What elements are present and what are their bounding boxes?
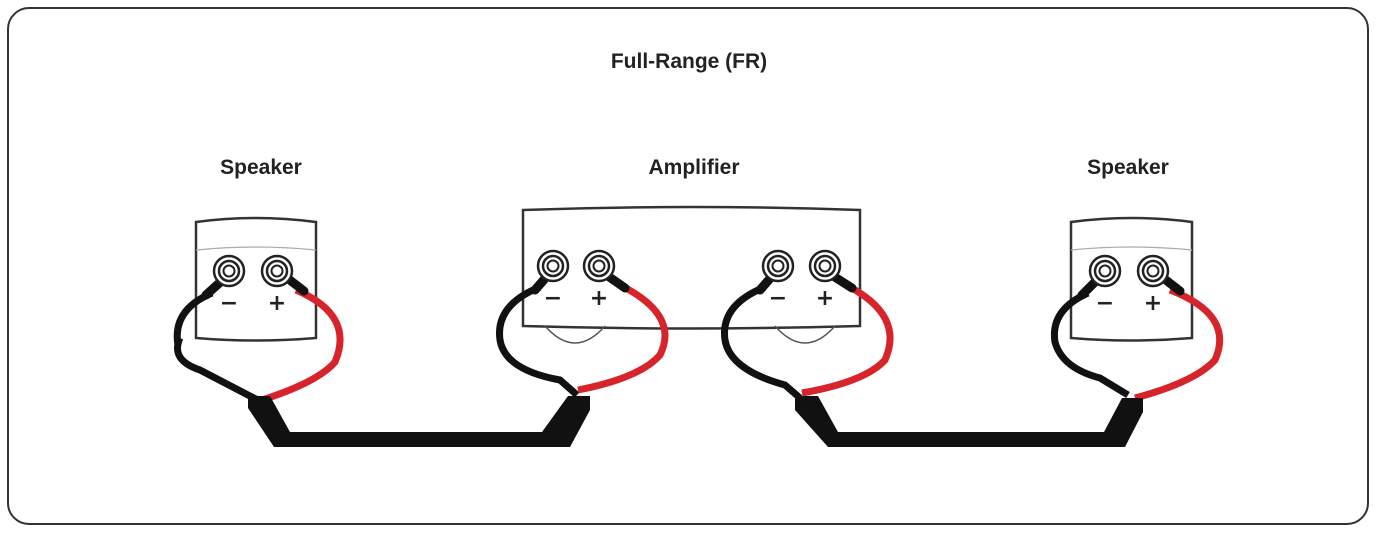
diagram-title: Full-Range (FR) (610, 50, 768, 73)
speaker-right-label: Speaker (1087, 156, 1169, 179)
speaker-right-negative-terminal-icon (1088, 254, 1122, 288)
speaker-right-negative-sign: − (1096, 291, 1114, 316)
amplifier-label: Amplifier (648, 156, 740, 179)
cable-right (795, 396, 1143, 447)
amp-b-negative-sign: − (769, 286, 787, 311)
speaker-left-label: Speaker (220, 156, 302, 179)
speaker-left-negative-sign: − (220, 291, 238, 316)
amp-a-positive-sign: + (590, 286, 608, 311)
amp-a-negative-sign: − (544, 286, 562, 311)
amp-a-negative-terminal-icon (536, 249, 570, 283)
diagram-frame (7, 7, 1369, 525)
positive-terminal-icon (260, 254, 294, 288)
speaker-left: − + (173, 216, 344, 406)
speaker-left-positive-sign: + (268, 291, 286, 316)
amp-b-positive-terminal-icon (808, 249, 842, 283)
cable-left (248, 396, 590, 447)
amp-a-positive-terminal-icon (582, 249, 616, 283)
negative-terminal-icon (212, 254, 246, 288)
speaker-right: − + (1050, 216, 1224, 402)
speaker-right-positive-sign: + (1144, 291, 1162, 316)
amplifier: − + − + (496, 205, 894, 401)
speaker-right-positive-terminal-icon (1136, 254, 1170, 288)
amp-b-positive-sign: + (816, 286, 834, 311)
amp-b-negative-terminal-icon (761, 249, 795, 283)
